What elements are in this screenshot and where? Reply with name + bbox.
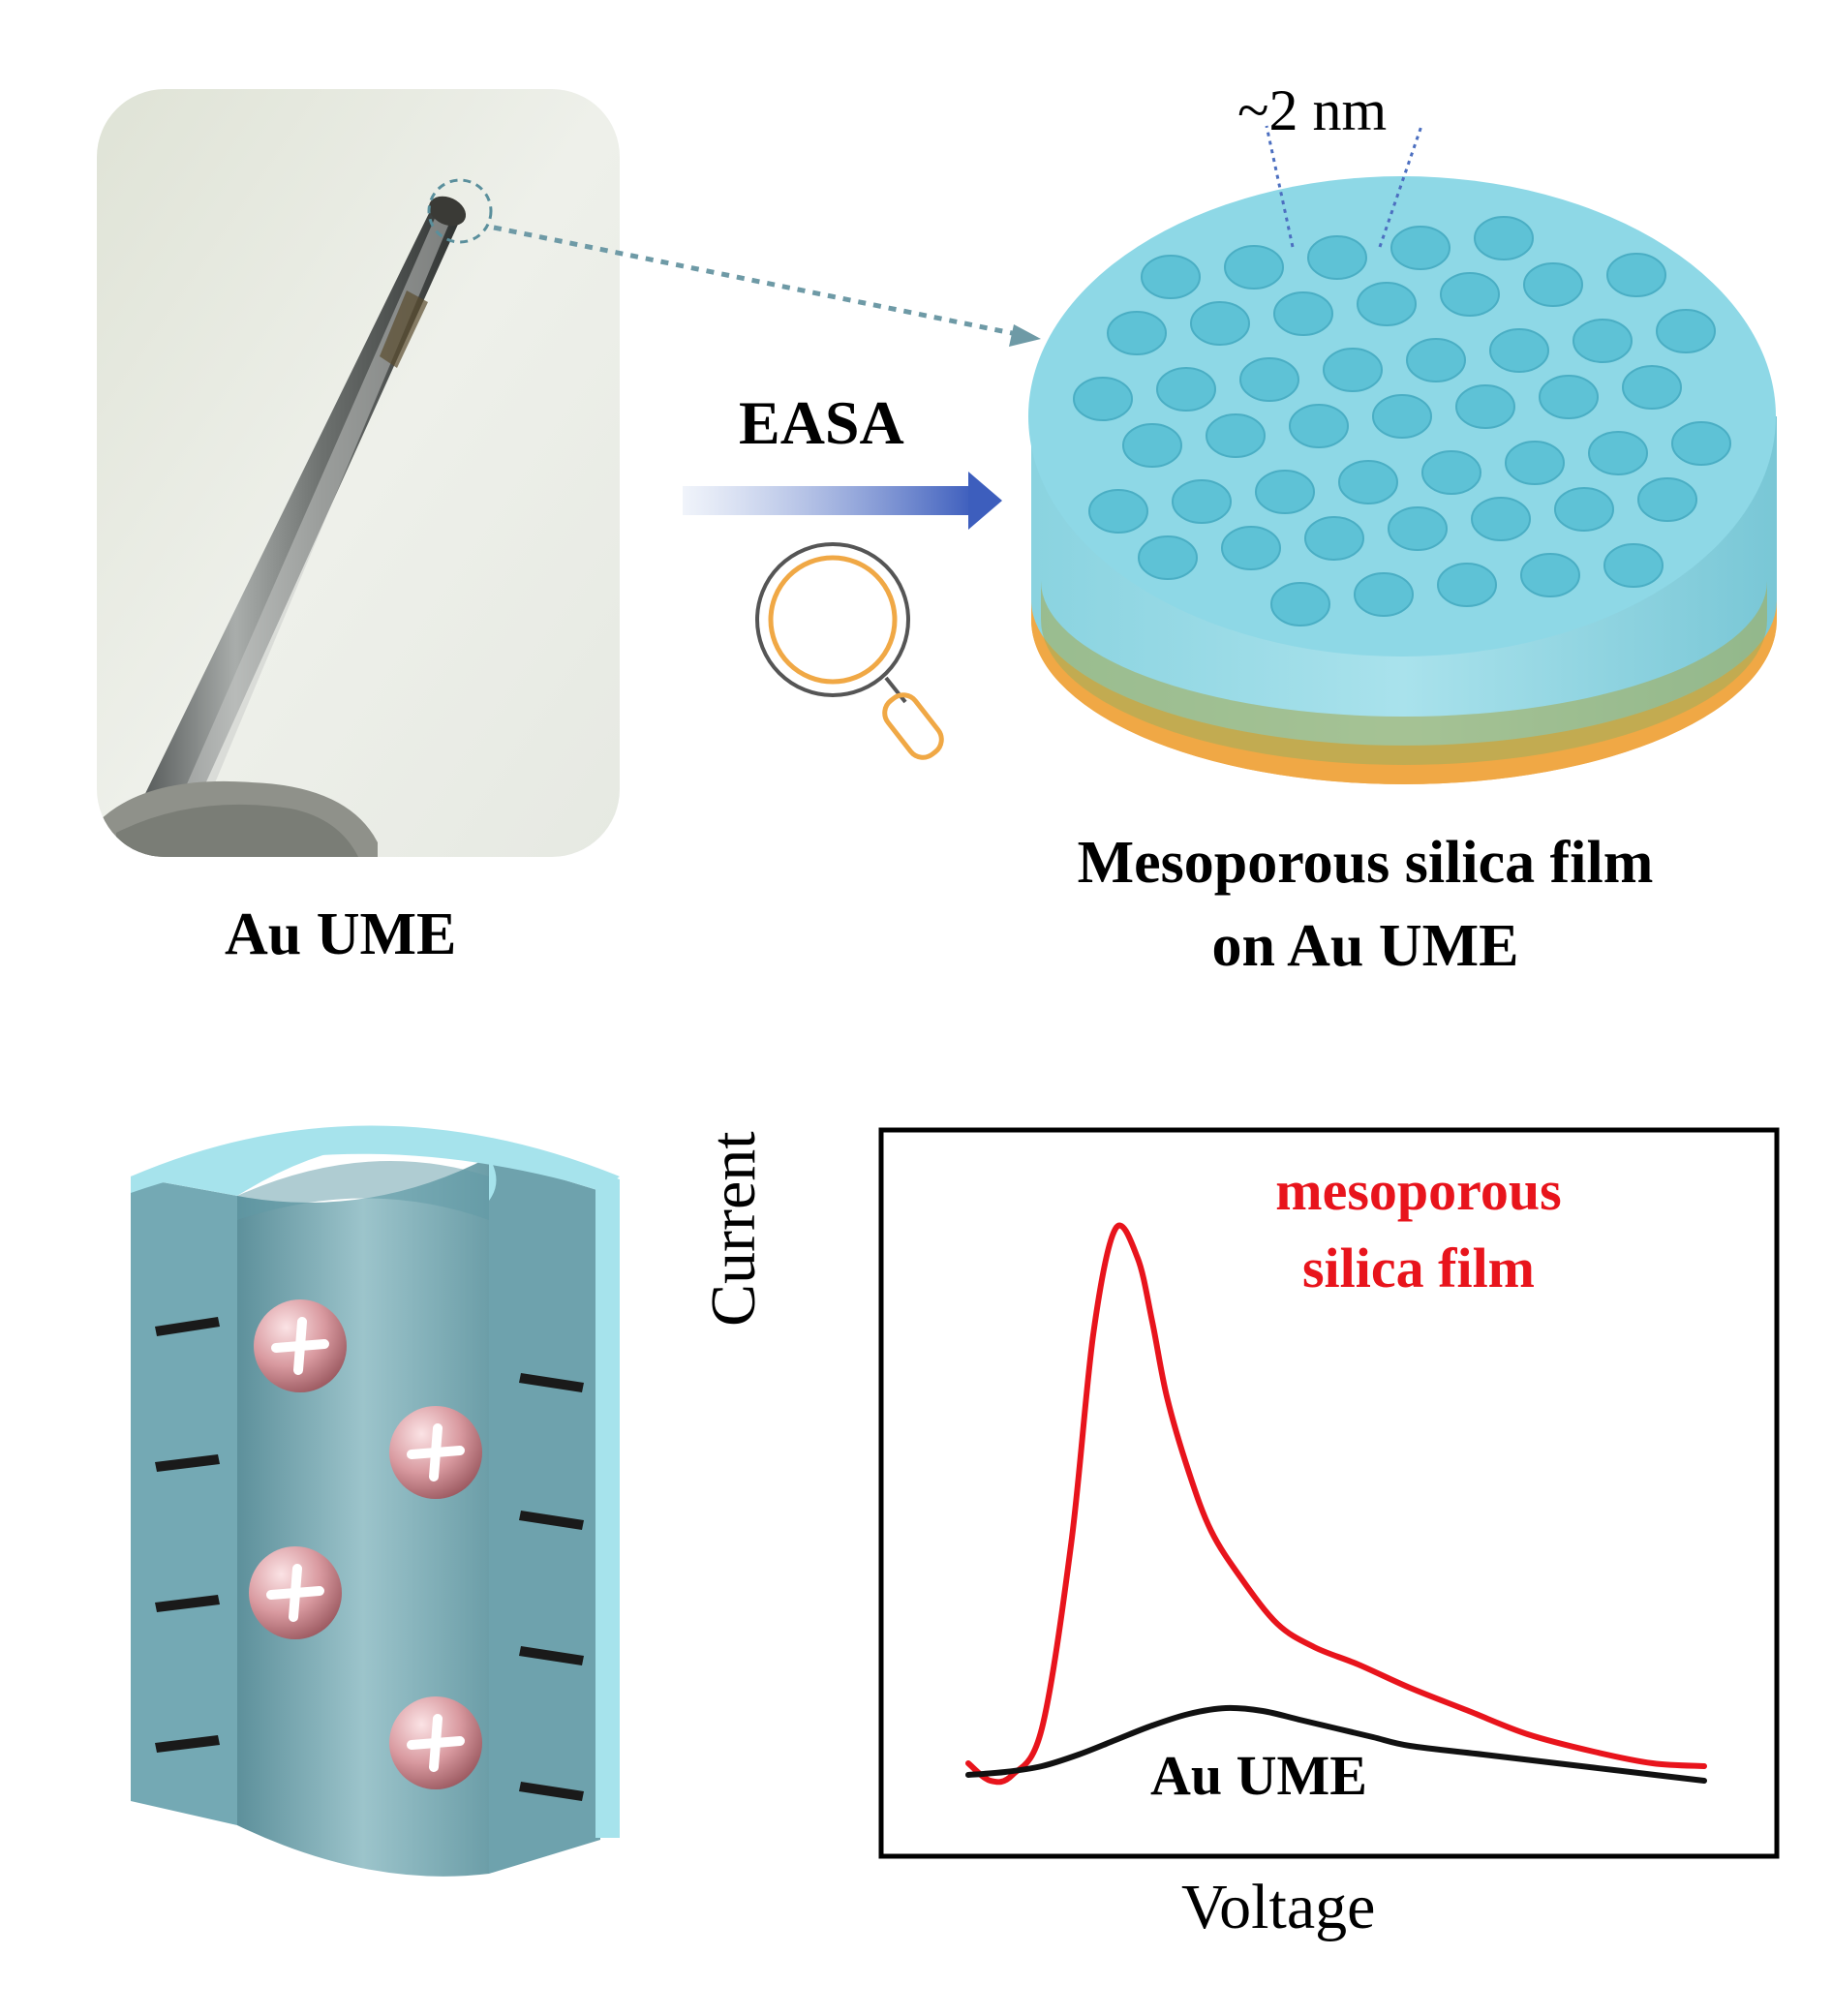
pore bbox=[1372, 394, 1432, 439]
au-ume-photo bbox=[97, 89, 620, 857]
pore bbox=[1273, 291, 1333, 336]
pore bbox=[1622, 365, 1682, 410]
pore bbox=[1505, 441, 1565, 485]
pore bbox=[1637, 477, 1697, 522]
pore bbox=[1471, 497, 1531, 541]
pore bbox=[1138, 535, 1198, 580]
mesoporous-silica-disc bbox=[1028, 125, 1777, 784]
pore bbox=[1338, 460, 1398, 504]
plot-frame bbox=[878, 1127, 1780, 1859]
pore-size-label: ~2 nm bbox=[1237, 78, 1388, 142]
pore bbox=[1474, 216, 1534, 260]
pore bbox=[1354, 572, 1414, 617]
pore bbox=[1255, 470, 1315, 514]
pore bbox=[1440, 272, 1500, 317]
pore bbox=[1073, 377, 1133, 421]
pore bbox=[1656, 309, 1716, 353]
magnifier-icon bbox=[755, 542, 944, 760]
au-ume-caption: Au UME bbox=[225, 901, 457, 967]
easa-label: EASA bbox=[739, 388, 904, 457]
pore bbox=[1289, 404, 1349, 448]
plus-charge-icon bbox=[249, 1299, 482, 1789]
pore bbox=[1141, 255, 1201, 299]
pore bbox=[1172, 479, 1232, 524]
y-axis-label: Current bbox=[698, 1131, 769, 1327]
pore bbox=[1520, 553, 1580, 597]
pore bbox=[1554, 487, 1614, 532]
pore bbox=[1107, 311, 1167, 355]
zoom-pointer bbox=[493, 225, 1041, 347]
pore bbox=[1221, 526, 1281, 570]
pore bbox=[1489, 328, 1549, 373]
pore bbox=[1307, 235, 1367, 280]
pore bbox=[1323, 348, 1383, 392]
voltammogram-chart bbox=[878, 1127, 1780, 1859]
pore bbox=[1671, 421, 1731, 466]
pore bbox=[1406, 338, 1466, 382]
minus-charge-icon bbox=[155, 1317, 584, 1801]
series-line-au-ume bbox=[965, 1704, 1707, 1784]
pore bbox=[1206, 413, 1266, 458]
series-line-mesoporous bbox=[965, 1222, 1707, 1786]
pore bbox=[1606, 253, 1666, 297]
pore bbox=[1224, 245, 1284, 290]
pore bbox=[1523, 262, 1583, 307]
pore bbox=[1388, 506, 1448, 551]
pore bbox=[1390, 226, 1450, 270]
pore bbox=[1156, 367, 1216, 412]
film-caption: Mesoporous silica film on Au UME bbox=[1026, 821, 1704, 988]
pore bbox=[1572, 319, 1633, 363]
pore bbox=[1270, 582, 1330, 626]
pore bbox=[1088, 489, 1148, 534]
pore bbox=[1539, 375, 1599, 419]
arrow-right-icon bbox=[683, 472, 1002, 530]
film-caption-line1: Mesoporous silica film bbox=[1077, 830, 1654, 896]
pore bbox=[1437, 563, 1497, 607]
pore bbox=[1239, 357, 1299, 402]
series-label-mesoporous: mesoporous silica film bbox=[1275, 1159, 1562, 1299]
pore bbox=[1421, 450, 1481, 495]
pore bbox=[1122, 423, 1182, 468]
film-caption-line2: on Au UME bbox=[1211, 913, 1519, 979]
pore bbox=[1455, 384, 1515, 429]
pore bbox=[1357, 282, 1417, 326]
pore-channel bbox=[131, 1125, 620, 1877]
pore bbox=[1190, 301, 1250, 346]
x-axis-label: Voltage bbox=[1181, 1872, 1376, 1942]
pore bbox=[1588, 431, 1648, 475]
pore bbox=[1603, 543, 1664, 588]
series-label-au-ume: Au UME bbox=[1150, 1744, 1367, 1807]
pore bbox=[1304, 516, 1364, 561]
